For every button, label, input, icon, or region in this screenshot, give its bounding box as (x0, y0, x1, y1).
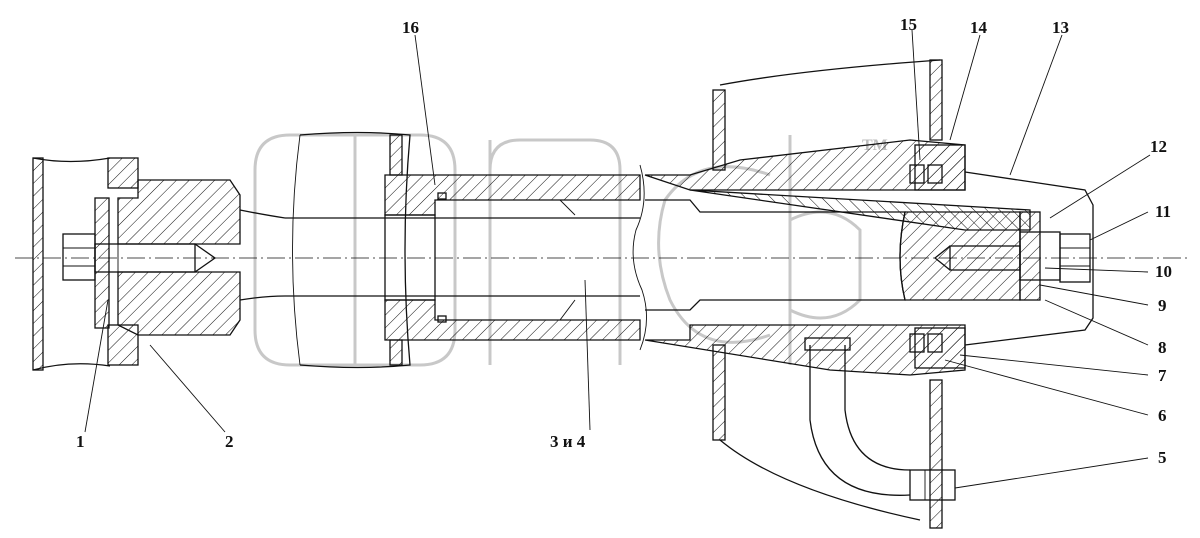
lubrication-pipe (804, 337, 956, 501)
callout-3-4: 3 и 4 (550, 432, 586, 451)
coupling-hub (117, 179, 286, 336)
callout-12: 12 (1150, 137, 1167, 156)
callout-1: 1 (76, 432, 85, 451)
left-flange (32, 157, 139, 371)
callout-13: 13 (1052, 18, 1069, 37)
sleeve-3-4 (384, 174, 641, 341)
inner-shaft (645, 199, 1021, 311)
right-wall (712, 59, 943, 529)
callout-16: 16 (402, 18, 419, 37)
callout-6: 6 (1158, 406, 1167, 425)
callout-14: 14 (970, 18, 988, 37)
callout-11: 11 (1155, 202, 1171, 221)
callout-5: 5 (1158, 448, 1167, 467)
callout-9: 9 (1158, 296, 1167, 315)
callout-7: 7 (1158, 366, 1167, 385)
leader-lines (84, 29, 1151, 489)
callout-15: 15 (900, 15, 917, 34)
seal-pack (909, 144, 966, 369)
callout-8: 8 (1158, 338, 1167, 357)
callout-2: 2 (225, 432, 234, 451)
break-line (632, 164, 647, 351)
shaft (285, 131, 640, 369)
callout-10: 10 (1155, 262, 1172, 281)
end-cap (1019, 211, 1091, 301)
